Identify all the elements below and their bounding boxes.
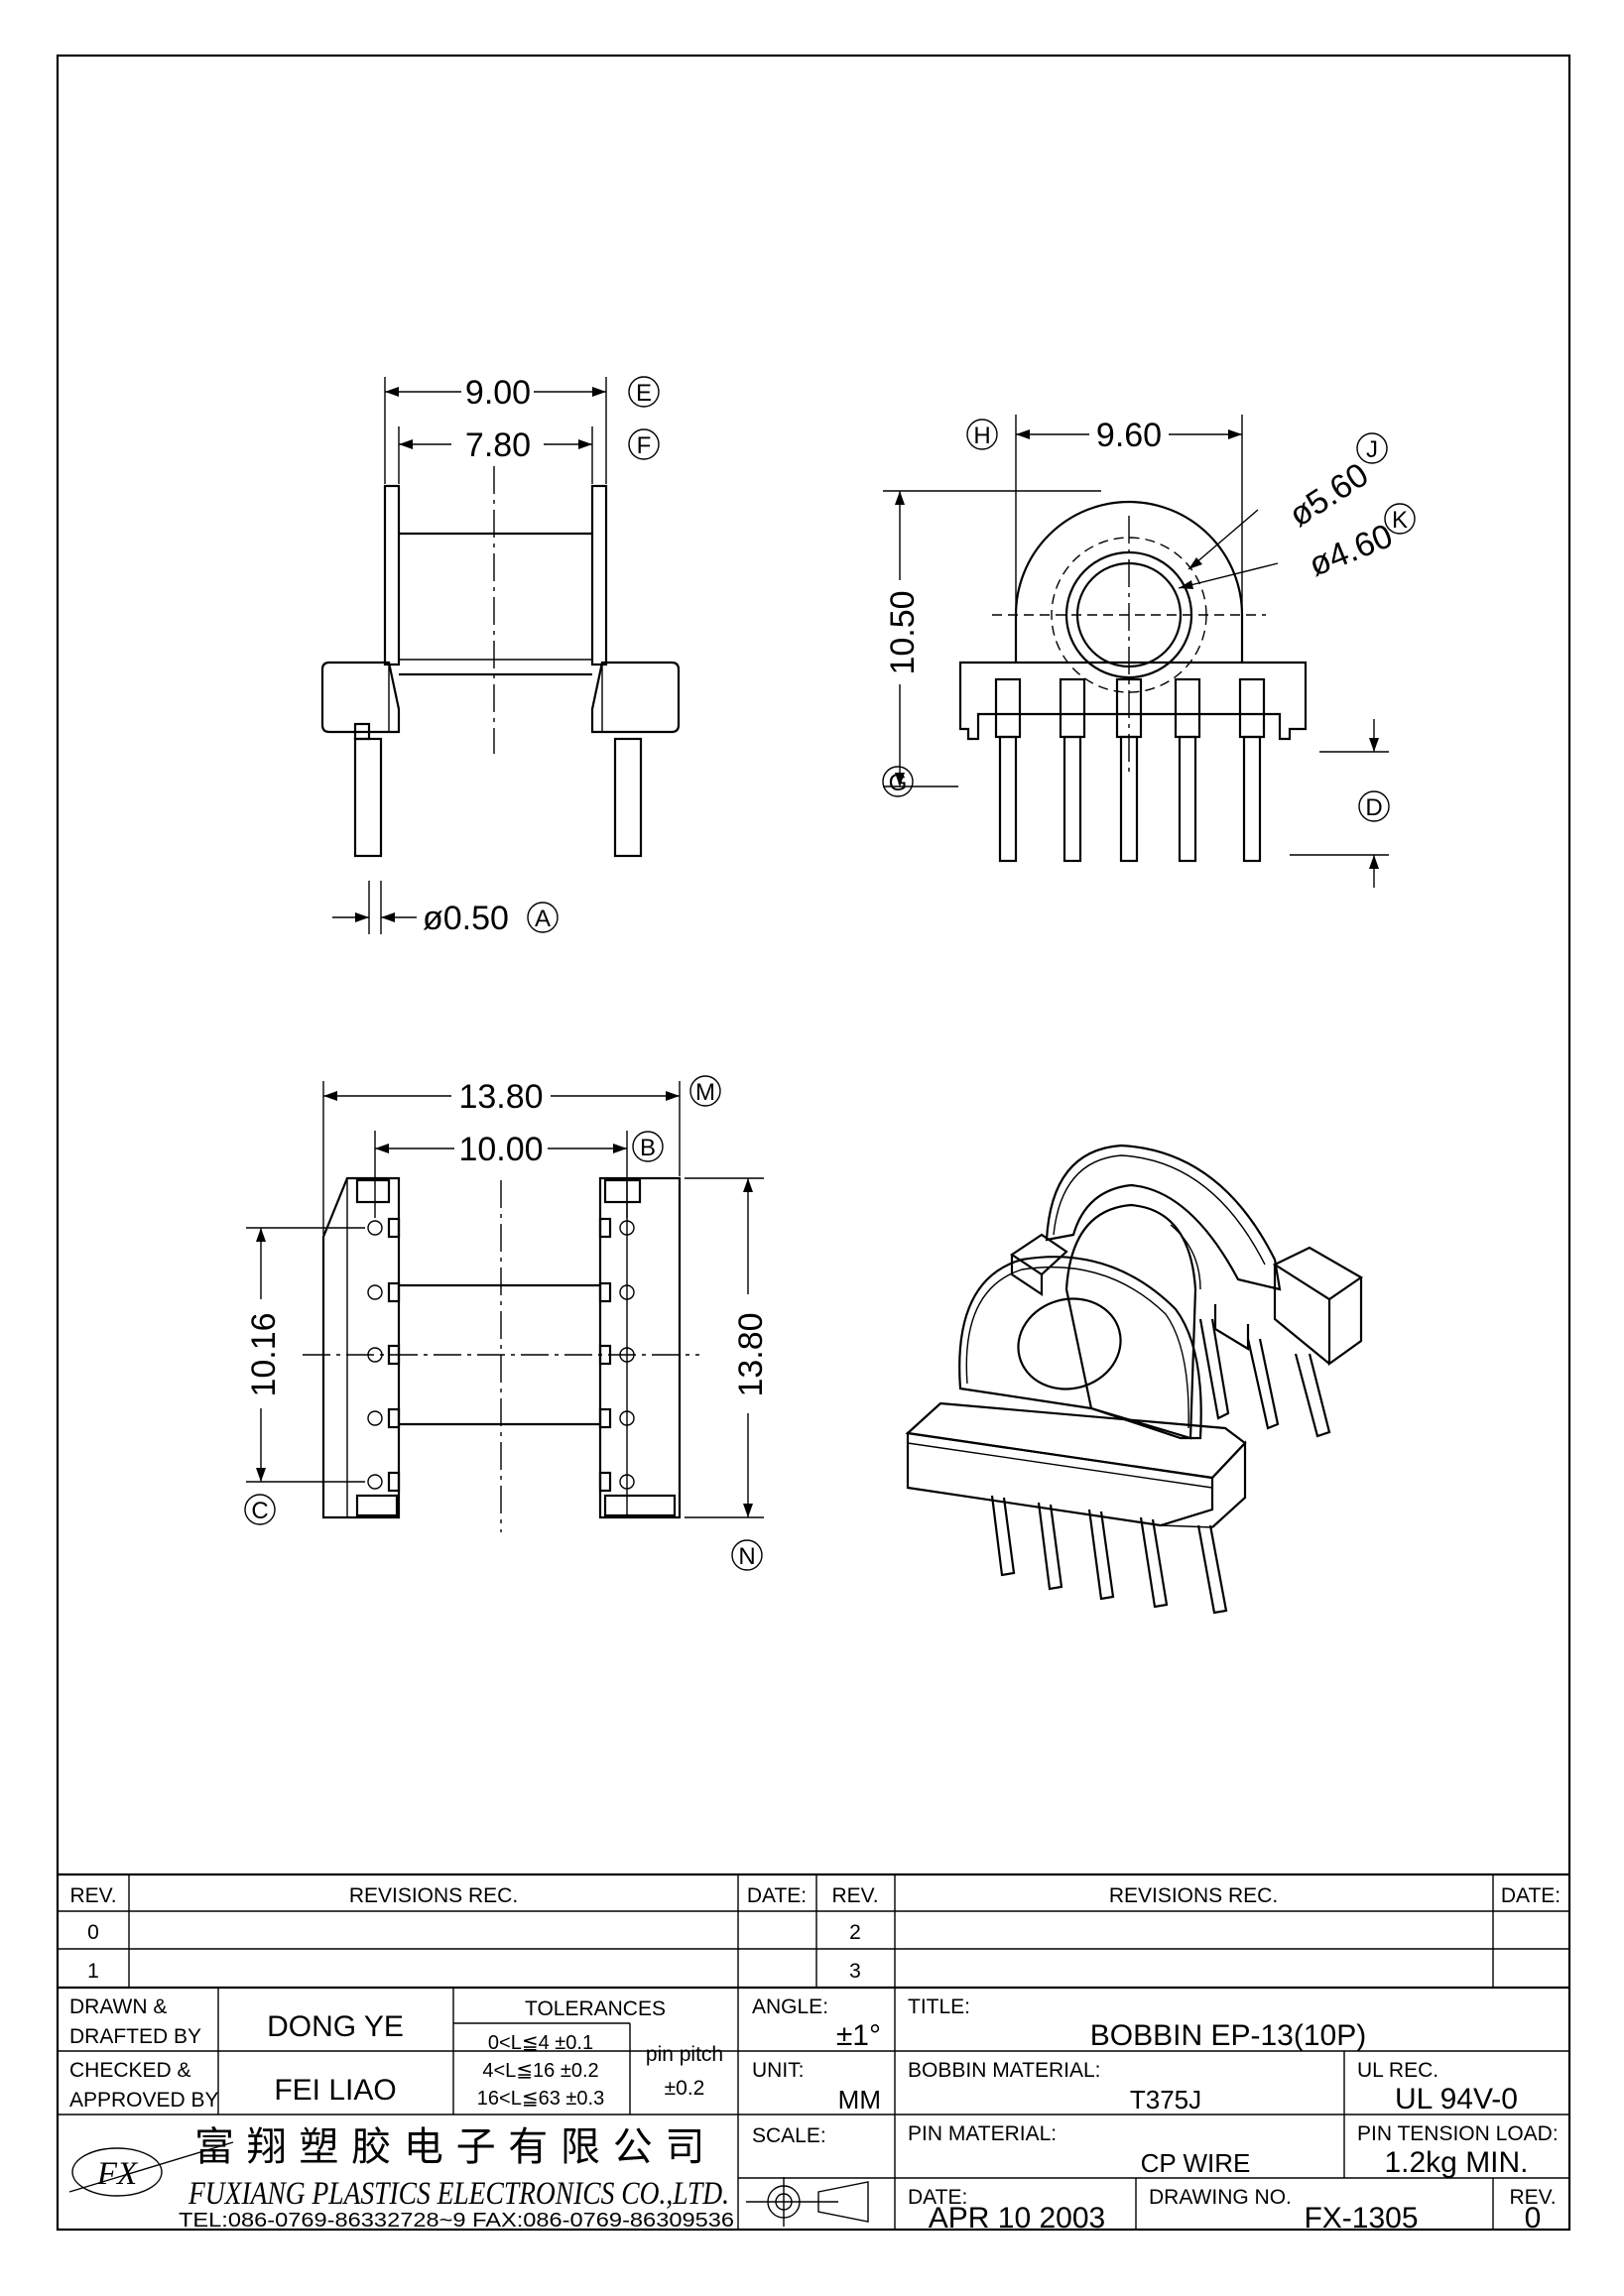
company-contact: TEL:086-0769-86332728~9 FAX:086-0769-863… [179,2210,734,2232]
dim-5-60: ø5.60 [1283,456,1376,535]
date-label: DATE: [908,2186,967,2209]
tag-g: G [889,770,908,796]
tolerance-row-2: 4<L≦16 ±0.2 [482,2060,598,2082]
date-header-left: DATE: [747,1884,807,1907]
title-block: REV. REVISIONS REC. DATE: REV. REVISIONS… [58,1873,1569,2235]
rev-row-2: 2 [849,1921,861,1944]
tag-c: C [251,1498,268,1524]
rev-header-left: REV. [69,1884,116,1907]
logo-text: FX [96,2156,139,2192]
checked-by: FEI LIAO [274,2074,396,2107]
drawn-by: DONG YE [267,2010,404,2043]
front-view: 9.00 E 7.80 F ø0.50 A [320,374,681,937]
checked-label-1: CHECKED & [69,2059,191,2082]
title-value: BOBBIN EP-13(10P) [1090,2019,1366,2052]
sheet-border [56,54,1571,2232]
scale-label: SCALE: [752,2124,826,2147]
ul-rec-label: UL REC. [1357,2059,1438,2082]
dim-4-60: ø4.60 [1304,517,1398,584]
top-view: 13.80 M 10.00 B 10.16 C 13.80 N [244,1075,770,1571]
tag-k: K [1392,507,1408,534]
revisions-header-left: REVISIONS REC. [349,1884,518,1907]
pin-tension-value: 1.2kg MIN. [1384,2146,1528,2179]
rev-row-3: 3 [849,1960,861,1983]
company-name-en: FUXIANG PLASTICS ELECTRONICS CO.,LTD. [187,2176,729,2212]
dim-13-80-right: 13.80 [732,1312,770,1396]
isometric-view [905,1144,1364,1615]
tolerance-row-1: 0<L≦4 ±0.1 [488,2032,593,2054]
tolerances-header: TOLERANCES [525,1997,666,2020]
tag-h: H [973,423,990,449]
tolerance-row-3: 16<L≦63 ±0.3 [477,2088,604,2110]
company-name-cn: 富 翔 塑 胶 电 子 有 限 公 司 [194,2124,704,2170]
tag-b: B [640,1135,656,1161]
dim-7-80: 7.80 [465,426,531,464]
pin-tension-label: PIN TENSION LOAD: [1357,2122,1559,2145]
angle-value: ±1° [836,2019,881,2052]
dim-9-00: 9.00 [465,374,531,412]
pin-pitch-label: pin pitch [646,2043,723,2066]
side-view: 9.60 H ø5.60 J ø4.60 K 10.50 G D [882,415,1416,888]
unit-value: MM [838,2085,881,2115]
rev-row-1: 1 [87,1960,99,1983]
company-logo: FX [68,2141,234,2197]
rev-header-right: REV. [831,1884,878,1907]
date-value: APR 10 2003 [929,2202,1105,2235]
rev-label: REV. [1509,2186,1556,2209]
tag-d: D [1365,794,1382,821]
pin-material-value: CP WIRE [1141,2148,1251,2178]
dim-0-50: ø0.50 [423,900,509,937]
pin-pitch-value: ±0.2 [665,2077,705,2100]
tag-a: A [535,906,551,932]
drawing-no-value: FX-1305 [1304,2202,1418,2235]
drawn-label-1: DRAWN & [69,1995,167,2018]
dim-10-50: 10.50 [884,590,922,674]
tag-m: M [695,1079,715,1106]
tag-f: F [637,432,652,459]
revisions-header-right: REVISIONS REC. [1109,1884,1278,1907]
rev-value: 0 [1525,2202,1542,2235]
tag-e: E [636,380,652,407]
rev-row-0: 0 [87,1921,99,1944]
unit-label: UNIT: [752,2059,805,2082]
dim-13-80-top: 13.80 [458,1078,543,1116]
bobbin-material-value: T375J [1130,2085,1201,2115]
tag-j: J [1366,436,1378,463]
angle-label: ANGLE: [752,1995,828,2018]
tag-n: N [738,1543,755,1570]
drawn-label-2: DRAFTED BY [69,2025,201,2048]
dim-9-60: 9.60 [1096,417,1162,454]
title-label: TITLE: [908,1995,970,2018]
date-header-right: DATE: [1501,1884,1561,1907]
dim-10-00: 10.00 [458,1131,543,1168]
ul-rec-value: UL 94V-0 [1395,2083,1518,2115]
dim-10-16: 10.16 [245,1312,283,1396]
bobbin-material-label: BOBBIN MATERIAL: [908,2059,1101,2082]
checked-label-2: APPROVED BY [69,2089,219,2112]
pin-material-label: PIN MATERIAL: [908,2122,1057,2145]
drawing-no-label: DRAWING NO. [1149,2186,1292,2209]
projection-symbol-icon [746,2177,869,2227]
